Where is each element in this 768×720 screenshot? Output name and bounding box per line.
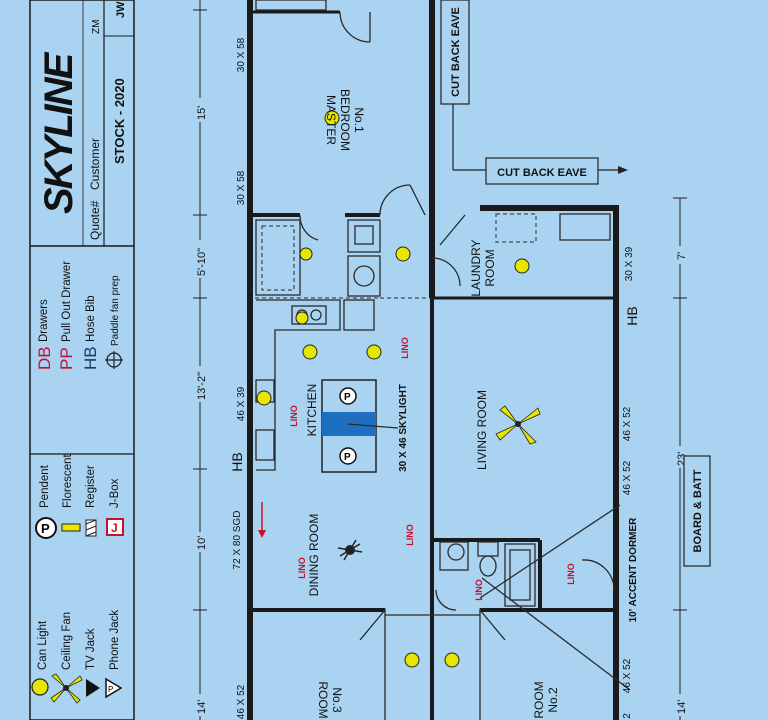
dimension-7: 7' — [676, 252, 688, 260]
dimension-15: 15' — [196, 106, 208, 120]
hose-bib-right: HB — [624, 306, 640, 325]
pendent-label-1: P — [344, 392, 351, 403]
svg-text:P: P — [108, 685, 113, 694]
lino-5: LINO — [474, 579, 484, 601]
living-room-label: LIVING ROOM — [475, 390, 489, 470]
accent-dormer-note: 10' ACCENT DORMER — [628, 517, 639, 623]
ceiling-lights — [256, 110, 530, 668]
lino-1: LINO — [400, 337, 410, 359]
window-labels: 30 X 58 30 X 58 46 X 39 72 X 80 SGD 46 X… — [232, 37, 635, 719]
florescent-icon — [61, 523, 81, 532]
window-w4: 72 X 80 SGD — [232, 511, 243, 570]
can-light-icon — [31, 678, 49, 696]
dimension-10: 10' — [196, 536, 208, 550]
cut-back-eave-box-2 — [485, 157, 599, 185]
svg-text:J: J — [111, 521, 118, 535]
interior-details: P P — [255, 0, 687, 720]
initials-jw: JW — [115, 1, 127, 18]
legend-tv-jack-text: TV Jack — [85, 628, 97, 670]
legend-hb-code: HB — [81, 346, 100, 370]
customer-label: Customer — [88, 138, 102, 190]
chandelier-icon — [337, 539, 363, 561]
island-pendent-lights: P P — [339, 387, 357, 465]
legend-phone-jack-text: Phone Jack — [109, 610, 121, 670]
dining-room-label: DINING ROOM — [307, 514, 321, 597]
master-bedroom-label-2: BEDROOM — [338, 89, 352, 151]
legend-db-text: Drawers — [38, 299, 50, 342]
cut-back-eave-2: CUT BACK EAVE — [497, 167, 587, 179]
tv-jack-icon — [86, 679, 100, 697]
exterior-walls — [247, 0, 619, 720]
bedroom-2-label-1: ROOM — [532, 681, 546, 718]
title-block: SKYLINE Quote# Customer STOCK - 2020 ZM … — [29, 0, 135, 720]
lino-4: LINO — [297, 557, 307, 579]
initials-zm: ZM — [91, 20, 102, 34]
pendent-icon: P — [35, 517, 57, 539]
legend-ceiling-fan-text: Ceiling Fan — [61, 612, 73, 670]
bedroom-3-label-2: No.3 — [330, 687, 344, 713]
laundry-label-1: LAUNDRY — [469, 239, 483, 296]
legend-pendent-text: Pendent — [39, 464, 51, 508]
board-batt: BOARD & BATT — [692, 469, 704, 552]
window-w8: 46 X 52 — [622, 460, 633, 495]
legend-hb-text: Hose Bib — [85, 295, 97, 342]
dimension-5-10: 5'-10" — [196, 248, 208, 276]
left-dimension-line: 15' 5'-10" 13'-2" 10' 14' — [191, 0, 209, 720]
room-labels: MASTER BEDROOM No.1 LAUNDRY ROOM KITCHEN… — [305, 89, 560, 719]
ceiling-fan-icon — [50, 673, 83, 704]
register-icon — [85, 519, 97, 537]
kitchen-label: KITCHEN — [305, 384, 319, 437]
legend-can-light-text: Can Light — [37, 620, 49, 670]
legend-j-box-text: J-Box — [109, 478, 121, 508]
lino-6: LINO — [566, 563, 576, 585]
hose-bib-left: HB — [229, 452, 245, 471]
dimension-14-left: 14' — [196, 700, 208, 714]
laundry-label-2: ROOM — [483, 249, 497, 286]
flooring-notes: LINO LINO LINO LINO LINO LINO — [289, 337, 576, 601]
dimension-13-2: 13'-2" — [196, 372, 208, 400]
window-w6: 30 X 39 — [624, 246, 635, 281]
legend-pp-text: Pull Out Drawer — [61, 261, 73, 342]
lino-3: LINO — [405, 524, 415, 546]
bedroom-3-label-1: ROOM — [316, 681, 330, 718]
skylight-note: 30 X 46 SKYLIGHT — [398, 384, 409, 472]
window-w5: 46 X 52 — [236, 684, 247, 719]
master-bedroom-label-1: MASTER — [324, 95, 338, 145]
j-box-icon: J — [106, 518, 124, 536]
svg-text:P: P — [41, 521, 50, 536]
legend-pp-code: PP — [57, 347, 76, 370]
window-w10: 2 — [622, 713, 633, 719]
bedroom-2-label-2: No.2 — [546, 687, 560, 713]
lino-2: LINO — [289, 405, 299, 427]
cut-back-eave-box-1 — [440, 0, 470, 105]
legend-register-text: Register — [85, 465, 97, 508]
living-room-ceiling-fan-icon — [495, 405, 541, 445]
window-w7: 46 X 52 — [622, 406, 633, 441]
master-bedroom-label-3: No.1 — [352, 107, 366, 133]
window-w9: 46 X 52 — [622, 658, 633, 693]
stock-label: STOCK - 2020 — [112, 78, 127, 164]
window-w1: 30 X 58 — [236, 37, 247, 72]
window-w3: 46 X 39 — [236, 386, 247, 421]
board-batt-box — [683, 455, 711, 567]
phone-jack-icon: P — [105, 677, 123, 699]
notes: CUT BACK EAVE CUT BACK EAVE BOARD & BATT… — [229, 0, 711, 623]
pendent-label-2: P — [344, 452, 351, 463]
window-w2: 30 X 58 — [236, 170, 247, 205]
logo: SKYLINE — [37, 51, 81, 214]
cut-back-eave-1: CUT BACK EAVE — [450, 7, 462, 97]
quote-label: Quote# — [88, 200, 102, 240]
dimension-14-right: 14' — [676, 700, 688, 714]
legend-db-code: DB — [35, 346, 54, 370]
paddle-fan-prep-icon — [105, 351, 123, 369]
legend-fan-prep-text: Paddle fan prep — [110, 275, 121, 346]
legend-florescent-text: Florescent — [62, 454, 74, 508]
